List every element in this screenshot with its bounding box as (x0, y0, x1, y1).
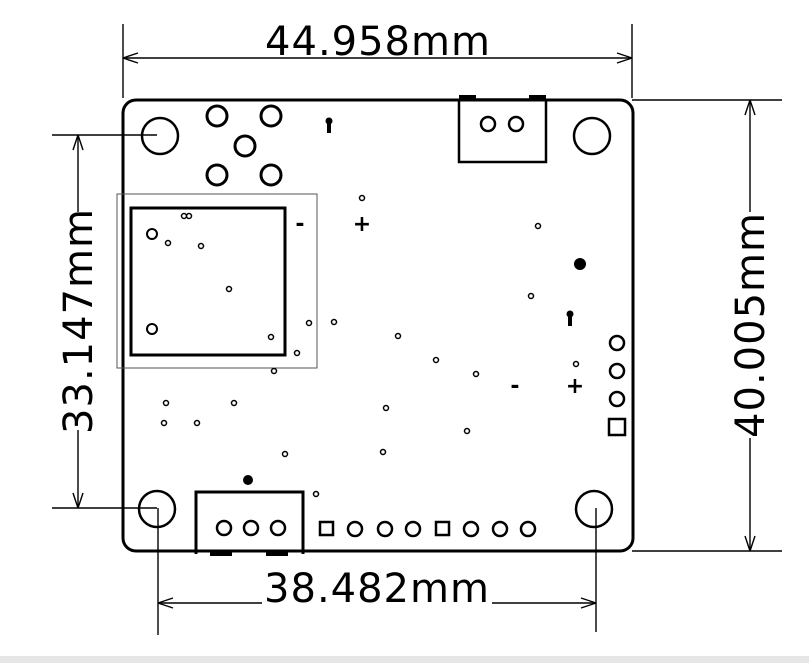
dimension-label-right: 40.005mm (728, 212, 774, 438)
header-four-pin-right (607, 334, 627, 437)
polarity-plus-lower: + (566, 374, 584, 399)
mounting-hole-top-left (140, 116, 180, 156)
connector-three-pin-bottom (194, 475, 305, 556)
pin-row-bottom (318, 520, 537, 538)
component-footprint-left (116, 193, 318, 369)
dimension-right-height: 40.005mm (632, 99, 782, 552)
connector-two-pin-top (457, 95, 548, 164)
dimension-left-height: 33.147mm (52, 134, 157, 509)
mounting-hole-top-right (572, 116, 612, 156)
keyhole-marker-top (325, 117, 333, 133)
mounting-hole-bottom-right (574, 489, 614, 529)
via-holes (160, 194, 580, 498)
pad-cluster-top (205, 104, 283, 187)
dimension-label-left: 33.147mm (56, 208, 102, 434)
keyhole-marker-right (566, 310, 574, 326)
polarity-minus-upper: - (295, 212, 304, 237)
fiducial-dot-right (574, 258, 586, 270)
dimension-top-width: 44.958mm (122, 19, 633, 98)
bottom-bar (0, 656, 809, 663)
polarity-plus-upper: + (353, 212, 371, 237)
polarity-minus-lower: - (510, 374, 519, 399)
dimension-label-bottom: 38.482mm (264, 566, 490, 612)
mounting-hole-bottom-left (137, 489, 177, 529)
pcb-board-outline (121, 98, 635, 553)
dimension-bottom-width: 38.482mm (157, 508, 597, 635)
dimension-label-top: 44.958mm (265, 19, 491, 65)
